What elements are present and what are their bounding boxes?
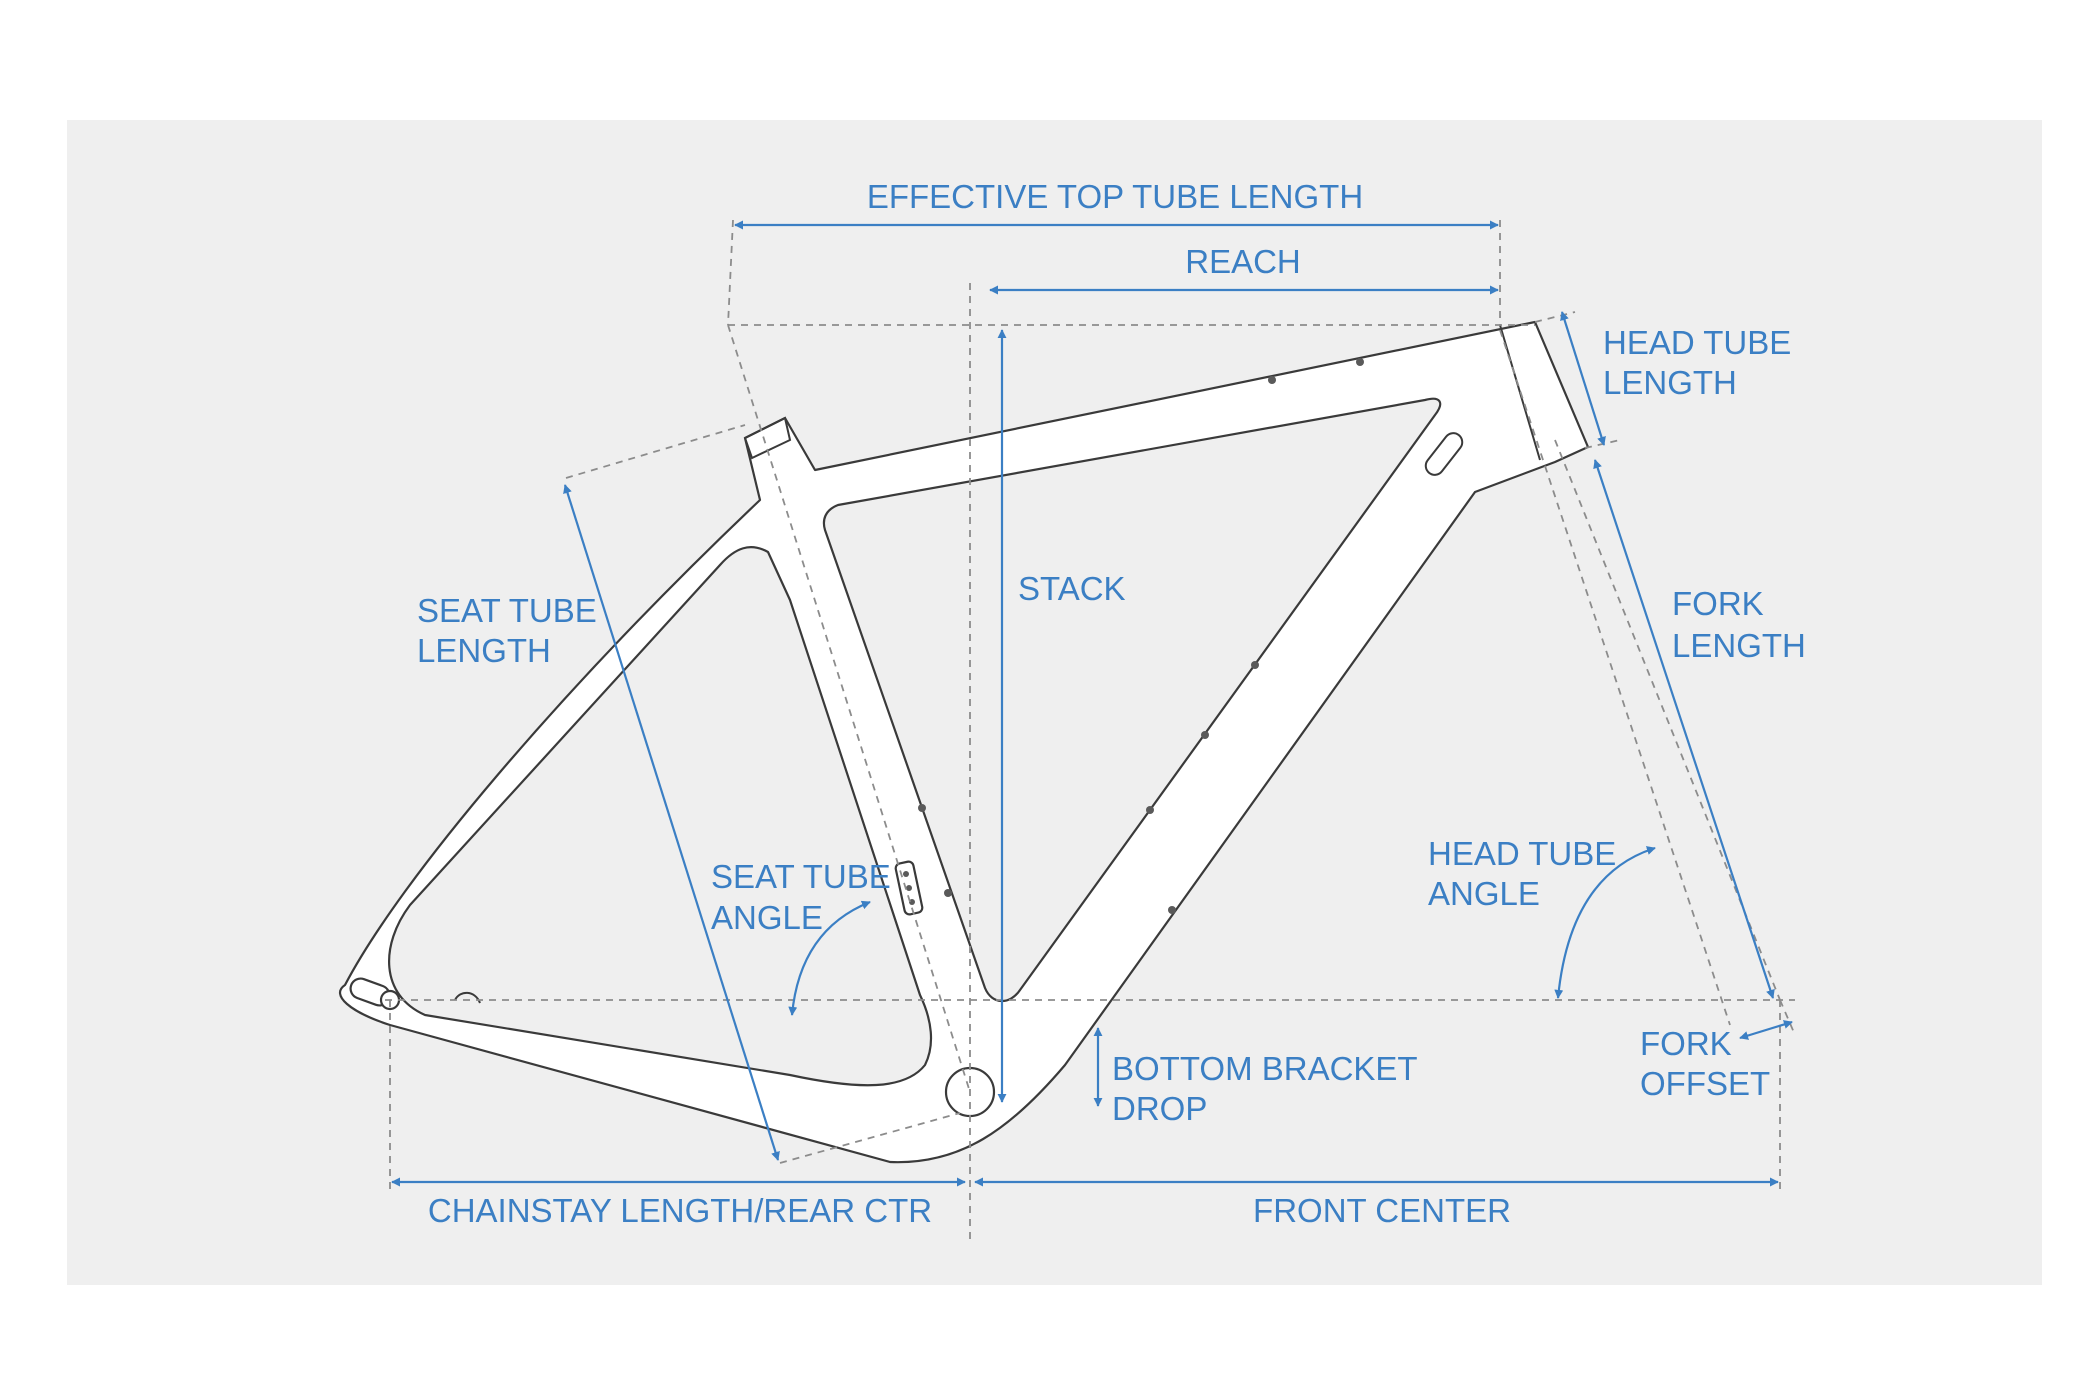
label-bottom-bracket-drop: BOTTOM BRACKET DROP: [1112, 1050, 1426, 1127]
port-bolt: [903, 871, 909, 877]
downtube-boss: [1251, 661, 1259, 669]
head-tube-length-arrow: [1560, 311, 1606, 446]
label-seat-tube-angle: SEAT TUBE ANGLE: [711, 858, 900, 936]
seattube-boss: [918, 804, 926, 812]
guide-seat-axis: [727, 324, 971, 1093]
label-head-tube-length: HEAD TUBE LENGTH: [1603, 324, 1800, 401]
seat-tube-length-arrow: [563, 484, 780, 1161]
guide-seat-tube-top: [565, 424, 746, 479]
downtube-boss: [1146, 806, 1154, 814]
downtube-boss: [1168, 906, 1176, 914]
guide-seat-tube-bottom: [779, 1112, 961, 1164]
label-seat-tube-length: SEAT TUBE LENGTH: [417, 592, 606, 669]
label-reach: REACH: [1185, 243, 1301, 280]
dimension-labels: EFFECTIVE TOP TUBE LENGTH REACH HEAD TUB…: [417, 178, 1806, 1229]
port-bolt: [906, 885, 912, 891]
label-front-center: FRONT CENTER: [1253, 1192, 1511, 1229]
fork-offset-arrow: [1739, 1020, 1793, 1040]
toptube-boss: [1268, 376, 1276, 384]
label-head-tube-angle: HEAD TUBE ANGLE: [1428, 835, 1625, 912]
label-fork-offset: FORK OFFSET: [1640, 1025, 1770, 1102]
seat-collar: [743, 416, 792, 460]
label-stack: STACK: [1018, 570, 1126, 607]
seattube-boss: [944, 889, 952, 897]
cable-port: [1424, 432, 1464, 476]
guide-ett-left: [727, 219, 734, 326]
seat-tube-angle-arrow: [788, 900, 871, 1016]
label-fork-length: FORK LENGTH: [1672, 585, 1806, 664]
fork-length-arrow: [1593, 459, 1775, 999]
dimension-arrows: [391, 220, 1793, 1187]
label-chainstay-length: CHAINSTAY LENGTH/REAR CTR: [428, 1192, 932, 1229]
downtube-boss: [1201, 731, 1209, 739]
guide-head-tube-top: [1534, 311, 1576, 323]
toptube-boss: [1356, 358, 1364, 366]
head-tube-angle-arrow: [1554, 846, 1656, 999]
label-effective-top-tube-length: EFFECTIVE TOP TUBE LENGTH: [867, 178, 1363, 215]
